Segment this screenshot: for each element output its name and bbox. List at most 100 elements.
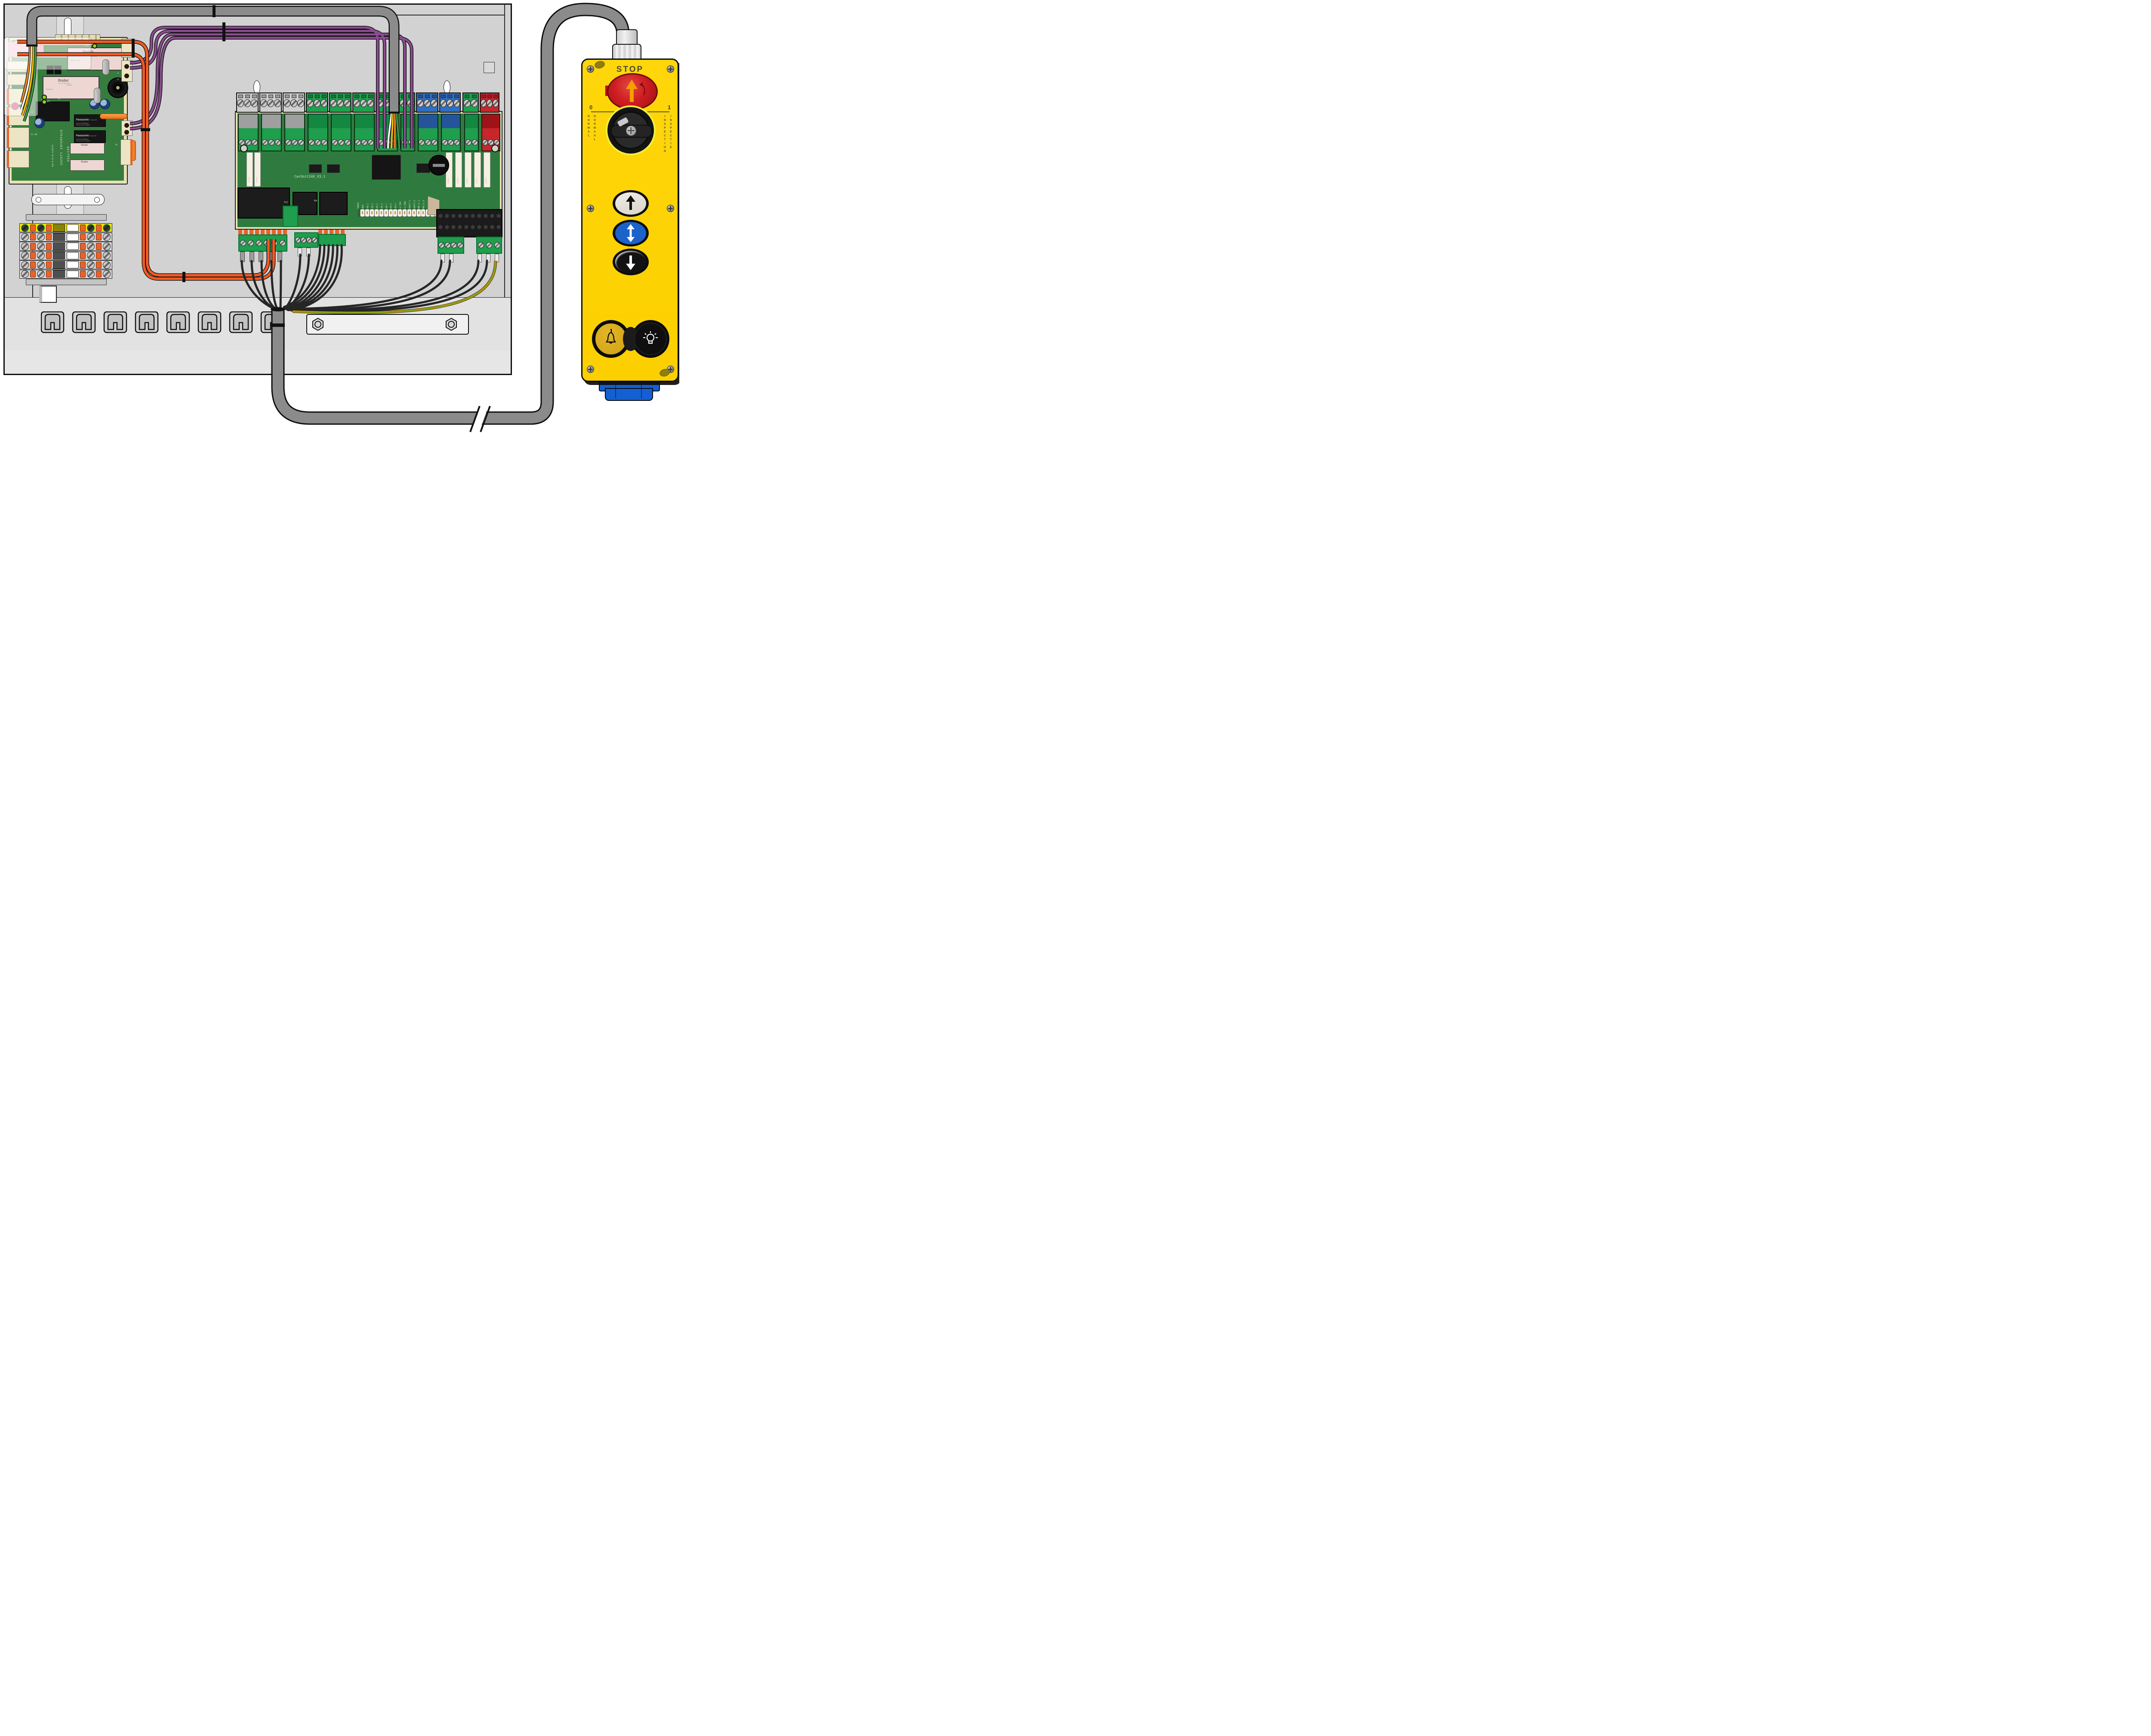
- plug-connector[interactable]: [331, 114, 351, 151]
- terminal-rail-bottom: [26, 279, 107, 285]
- pendant-screw: [587, 205, 594, 212]
- up1-label: µP1: [47, 100, 50, 102]
- plug-connector[interactable]: [441, 114, 461, 151]
- status-led: [374, 209, 379, 217]
- led-label: CANBUS: [357, 202, 360, 209]
- down-button[interactable]: [615, 251, 646, 273]
- x63-label: X63: [289, 244, 292, 249]
- terminal-row[interactable]: [19, 251, 112, 260]
- cable-clamp-row: [41, 311, 284, 333]
- status-led: [412, 209, 416, 217]
- led-label: LED_8: [390, 203, 392, 209]
- black-io-connector[interactable]: [436, 209, 502, 237]
- pendant-bottom-connector-lower: [605, 388, 653, 401]
- terminal-row[interactable]: [19, 232, 112, 242]
- blanking-plate: [306, 314, 469, 335]
- x66-block[interactable]: [438, 237, 464, 254]
- car-unit-board: 1916518 1916518 1916518 1916518 1916518 …: [235, 111, 502, 262]
- label-normaal: NORMAAL: [593, 115, 596, 142]
- finder-relay-2: finder 30.14.9.02414310 8A 250V EN61810-…: [43, 76, 99, 99]
- relay-1916518: 1916518: [484, 152, 490, 188]
- alarm-light-cluster: [592, 318, 669, 360]
- bulb-icon: [643, 331, 658, 344]
- terminal-block-green[interactable]: [329, 92, 351, 113]
- alarm-button[interactable]: [595, 323, 627, 355]
- x2-label: X2 CAN: [31, 133, 37, 135]
- status-led: [360, 209, 365, 217]
- selector-switch[interactable]: [607, 107, 654, 154]
- plug-connector[interactable]: [464, 114, 479, 151]
- relay-1916518: 1916518: [465, 152, 471, 188]
- plug-connector[interactable]: [261, 114, 282, 151]
- led-label: END_CL_0: [423, 200, 425, 209]
- pcb-hole: [491, 145, 499, 152]
- led-label: SKRAFT_1: [409, 200, 411, 209]
- estop-reset-arrows: [626, 80, 645, 102]
- plug-connector[interactable]: [418, 114, 438, 151]
- earth-terminal-row[interactable]: [19, 223, 112, 232]
- terminal-row[interactable]: [19, 242, 112, 251]
- capacitor: [100, 99, 110, 109]
- clip-row: [238, 230, 287, 234]
- status-led: [421, 209, 425, 217]
- x6-label: X6: [115, 144, 117, 146]
- plug-connector[interactable]: [308, 114, 328, 151]
- x64-block[interactable]: [318, 234, 346, 246]
- x67-block[interactable]: [476, 237, 502, 254]
- connector-x3[interactable]: [7, 151, 29, 168]
- terminal-block-green[interactable]: [306, 92, 328, 113]
- pendant-screw: [587, 366, 594, 373]
- connector-x6[interactable]: [120, 139, 133, 165]
- din-clip-hole-left: [36, 197, 41, 203]
- terminal-block-green[interactable]: [376, 92, 398, 113]
- terminal-row[interactable]: [19, 269, 112, 279]
- up1-led: [42, 99, 47, 105]
- x7-pin26: 26: [117, 72, 119, 74]
- transparent-cover: [4, 37, 38, 116]
- status-led: [402, 209, 407, 217]
- connector-x8[interactable]: [121, 39, 133, 58]
- plug-connector[interactable]: [401, 114, 415, 151]
- plug-connector[interactable]: [284, 114, 305, 151]
- plug-connector[interactable]: [354, 114, 375, 151]
- pendant-screw: [667, 65, 674, 73]
- led-label: LED_6: [381, 203, 383, 209]
- x72-label: X72: [284, 201, 288, 204]
- x63-left-block[interactable]: [238, 234, 287, 252]
- panasonic-relay-2: PanasonicTHAILAND ALDP124 80814Q SPULE:2…: [74, 130, 106, 143]
- terminal-block-green[interactable]: [399, 92, 415, 113]
- big-capacitor: [428, 155, 449, 175]
- selector-pos-0: 0: [589, 104, 593, 111]
- car-board-name: CarUnit24V_V3.1: [294, 175, 326, 179]
- terminal-block-blue[interactable]: [416, 92, 438, 113]
- terminal-row[interactable]: [19, 260, 112, 269]
- terminal-block-gray[interactable]: [259, 92, 282, 113]
- x72-connector[interactable]: [283, 206, 298, 227]
- transformer-1: [237, 188, 290, 219]
- terminal-block-blue[interactable]: [439, 92, 461, 113]
- terminal-block-green[interactable]: [352, 92, 375, 113]
- fuse-orange: [100, 114, 127, 119]
- terminal-block-red[interactable]: [480, 92, 499, 113]
- terminal-block-gray[interactable]: [236, 92, 259, 113]
- light-button[interactable]: [634, 323, 667, 355]
- board-model: ASAv100: [67, 146, 70, 162]
- capacitor: [34, 118, 45, 128]
- up-button[interactable]: [615, 192, 646, 215]
- connector-x7[interactable]: [121, 60, 133, 82]
- plug-connector[interactable]: [377, 114, 398, 151]
- ic-chip: [309, 164, 322, 173]
- terminal-block-green[interactable]: [462, 92, 479, 113]
- updown-button[interactable]: [615, 222, 646, 244]
- terminal-block-gray[interactable]: [283, 92, 305, 113]
- connector-x5[interactable]: [121, 120, 133, 136]
- x63-mid-block[interactable]: [294, 232, 318, 248]
- connector-x2-can[interactable]: [7, 127, 29, 148]
- relay-1916518: 1916518: [474, 152, 481, 188]
- status-led: [398, 209, 402, 217]
- status-led: [388, 209, 393, 217]
- emergency-stop-button[interactable]: [607, 73, 658, 110]
- pcb-hole: [240, 145, 248, 152]
- status-led: [393, 209, 398, 217]
- selector-center-screw: [626, 126, 636, 136]
